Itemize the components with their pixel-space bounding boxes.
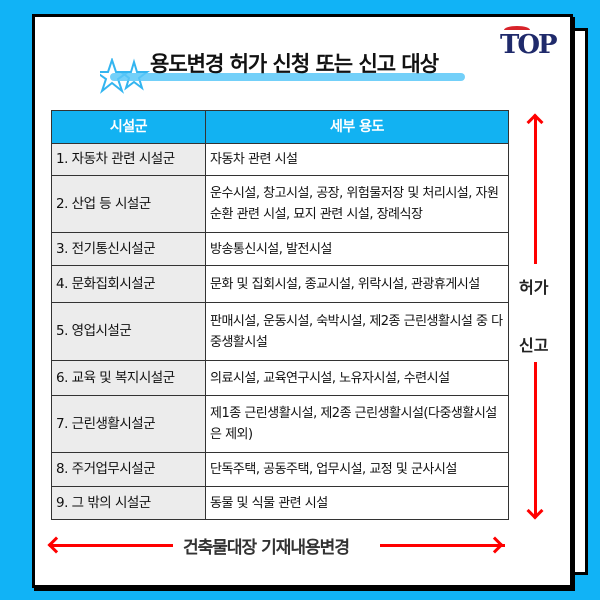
group-cell: 4. 문화집회시설군: [51, 265, 206, 303]
group-cell: 3. 전기통신시설군: [51, 232, 206, 266]
title-underline: [110, 73, 465, 81]
detail-cell: 동물 및 식물 관련 시설: [205, 486, 509, 520]
detail-cell: 자동차 관련 시설: [205, 143, 509, 176]
detail-cell: 문화 및 집회시설, 종교시설, 위락시설, 관광휴게시설: [205, 265, 509, 303]
group-cell: 8. 주거업무시설군: [51, 452, 206, 487]
arrow-down-line: [534, 362, 537, 517]
detail-cell: 제1종 근린생활시설, 제2종 근린생활시설(다중생활시설은 제외): [205, 395, 509, 453]
detail-cell: 의료시설, 교육연구시설, 노유자시설, 수련시설: [205, 360, 509, 396]
table-header-row: 시설군 세부 용도: [51, 110, 509, 144]
permit-label: 허가: [519, 278, 549, 297]
detail-cell: 단독주택, 공동주택, 업무시설, 교정 및 군사시설: [205, 452, 509, 487]
report-label: 신고: [519, 336, 549, 355]
page-title: 용도변경 허가 신청 또는 신고 대상: [150, 52, 439, 76]
header-detail-use: 세부 용도: [205, 110, 509, 144]
registry-change-label: 건축물대장 기재내용변경: [183, 538, 350, 558]
group-cell: 7. 근린생활시설군: [51, 395, 206, 453]
stars-icon: [100, 58, 150, 94]
arrow-right-line: [380, 544, 505, 547]
group-cell: 6. 교육 및 복지시설군: [51, 360, 206, 396]
detail-cell: 판매시설, 운동시설, 숙박시설, 제2종 근린생활시설 중 다중생활시설: [205, 302, 509, 361]
group-cell: 9. 그 밖의 시설군: [51, 486, 206, 520]
detail-cell: 운수시설, 창고시설, 공장, 위험물저장 및 처리시설, 자원순환 관련 시설…: [205, 175, 509, 233]
header-facility-group: 시설군: [51, 110, 206, 144]
detail-cell: 방송통신시설, 발전시설: [205, 232, 509, 266]
logo-swoosh: [504, 26, 530, 34]
logo: TOP: [500, 30, 558, 60]
group-cell: 1. 자동차 관련 시설군: [51, 143, 206, 176]
group-cell: 2. 산업 등 시설군: [51, 175, 206, 233]
arrow-up-line: [534, 116, 537, 264]
group-cell: 5. 영업시설군: [51, 302, 206, 361]
arrow-left-line: [49, 544, 173, 547]
